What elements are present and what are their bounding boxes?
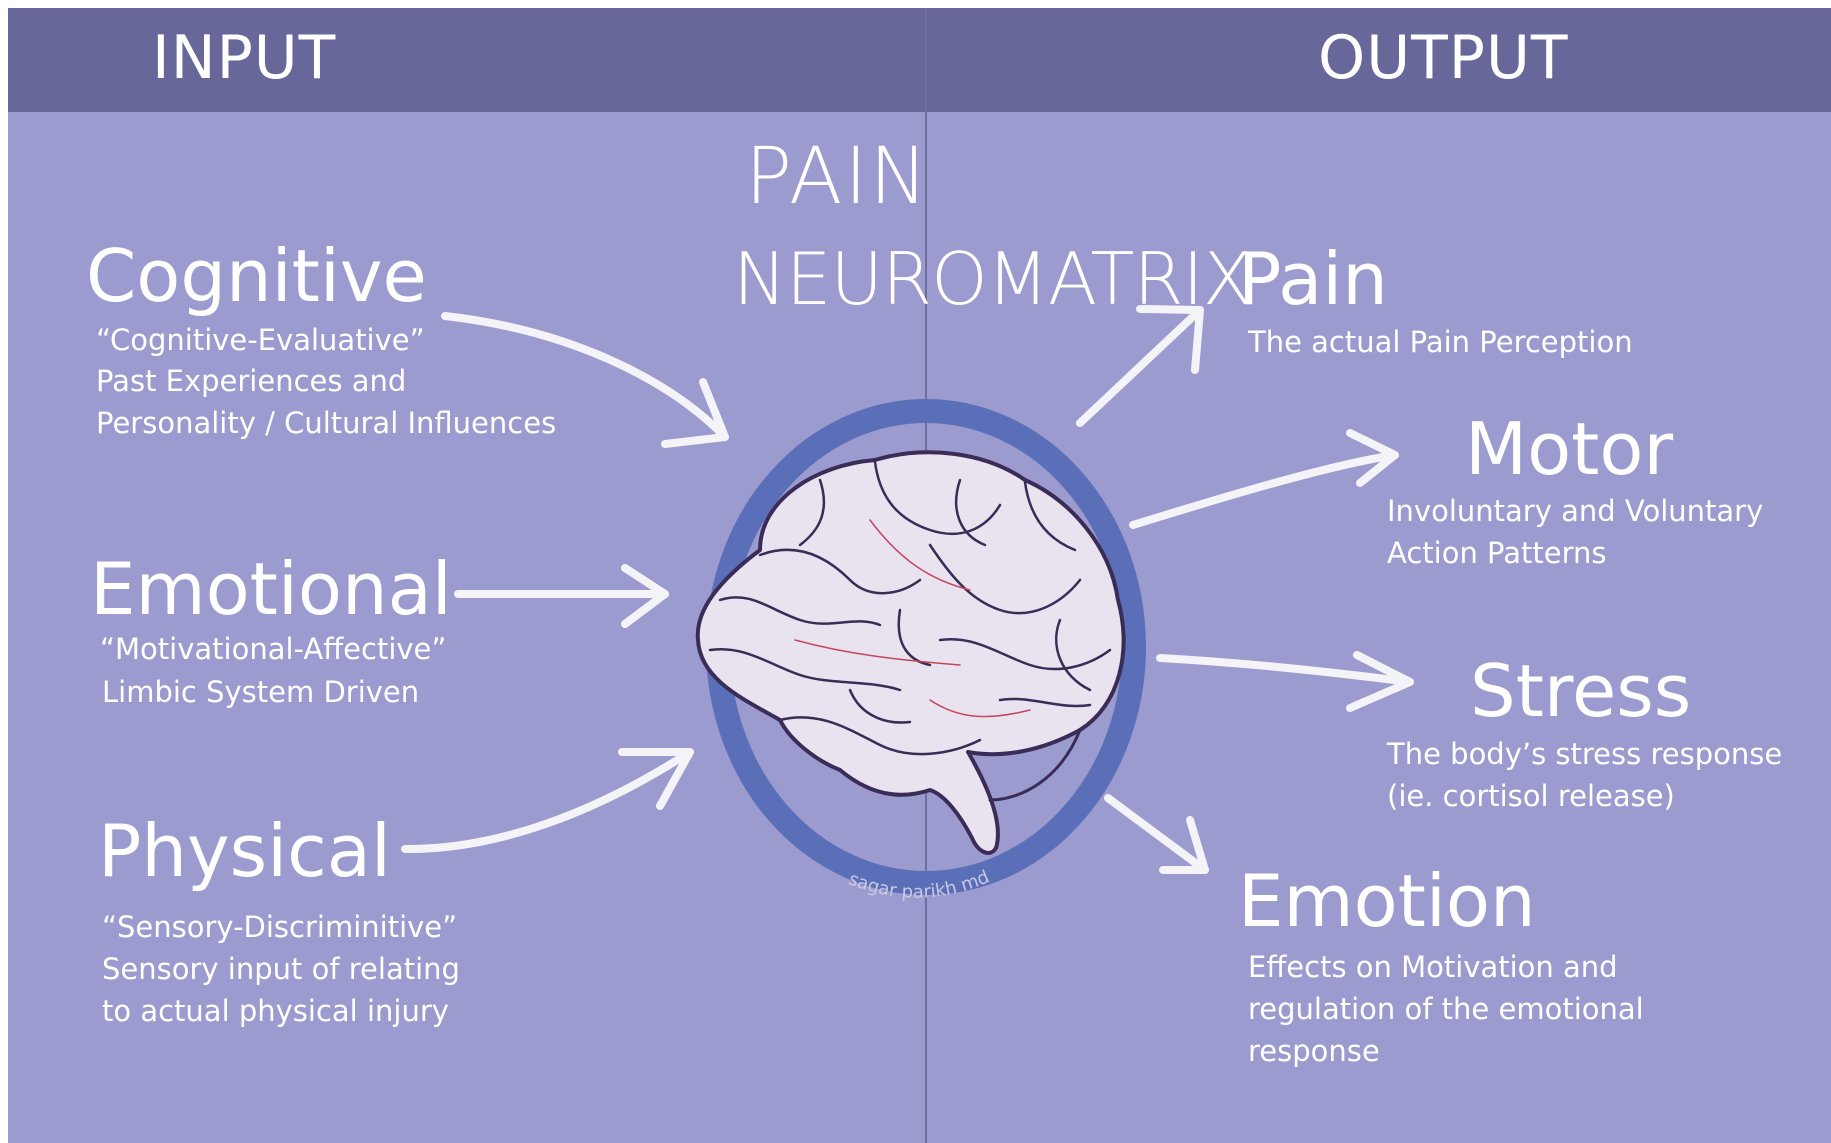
output-pain-line: The actual Pain Perception bbox=[1248, 322, 1633, 363]
input-physical-title: Physical bbox=[98, 810, 391, 892]
arrow-pain bbox=[1080, 310, 1200, 423]
output-emotion-line: Effects on Motivation and bbox=[1248, 947, 1618, 988]
output-pain-title: Pain bbox=[1238, 238, 1388, 320]
input-physical-line: to actual physical injury bbox=[102, 991, 449, 1032]
output-stress-line: (ie. cortisol release) bbox=[1387, 776, 1675, 817]
input-cognitive-line: Past Experiences and bbox=[96, 361, 406, 402]
input-cognitive-line: “Cognitive-Evaluative” bbox=[96, 320, 425, 361]
input-cognitive-line: Personality / Cultural Influences bbox=[96, 403, 556, 444]
arrow-motor bbox=[1133, 455, 1395, 525]
output-emotion-line: regulation of the emotional bbox=[1248, 989, 1644, 1030]
title-line1: PAIN bbox=[745, 138, 930, 216]
output-emotion-line: response bbox=[1248, 1031, 1380, 1072]
input-cognitive-title: Cognitive bbox=[86, 235, 427, 317]
input-physical-line: “Sensory-Discriminitive” bbox=[102, 907, 457, 948]
output-stress-line: The body’s stress response bbox=[1387, 734, 1782, 775]
output-motor-title: Motor bbox=[1465, 408, 1673, 490]
output-motor-line: Involuntary and Voluntary bbox=[1387, 491, 1763, 532]
arrow-physical bbox=[405, 752, 690, 849]
output-emotion-title: Emotion bbox=[1238, 860, 1536, 942]
output-motor-line: Action Patterns bbox=[1387, 533, 1606, 574]
input-emotional-line: “Motivational-Affective” bbox=[100, 629, 446, 670]
input-physical-line: Sensory input of relating bbox=[102, 949, 460, 990]
input-emotional-line: Limbic System Driven bbox=[102, 672, 419, 713]
title-line2: NEUROMATRIX bbox=[733, 243, 1251, 315]
output-stress-title: Stress bbox=[1470, 650, 1691, 732]
input-emotional-title: Emotional bbox=[90, 548, 452, 630]
